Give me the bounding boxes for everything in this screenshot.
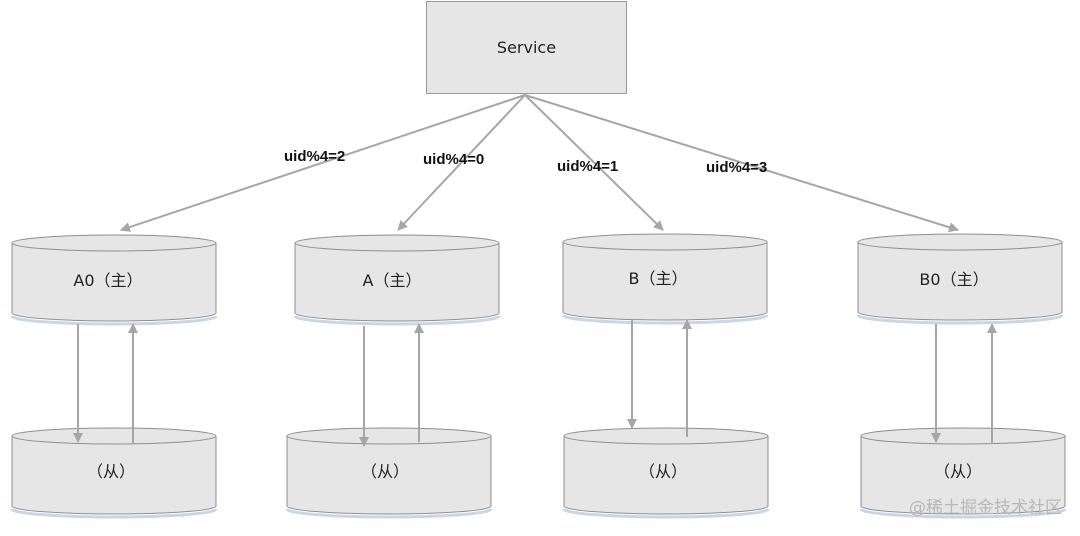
service-node: Service [426, 1, 627, 94]
master-label-a: A（主） [362, 271, 422, 290]
slave-label-b0: （从） [933, 462, 983, 481]
watermark: @稀土掘金技术社区 [909, 498, 1062, 518]
master-cylinder-a [293, 234, 501, 326]
slave-cylinder-b0 [859, 427, 1067, 519]
slave-label-a0: （从） [86, 462, 136, 481]
slave-cylinder-a0 [10, 427, 218, 519]
route-arrow-a [397, 94, 526, 231]
master-cylinder-b [561, 233, 769, 325]
slave-cylinder-a [285, 427, 493, 519]
master-cylinder-b0 [856, 233, 1064, 325]
master-cylinder-a0 [10, 234, 218, 326]
master-label-b0: B0（主） [919, 270, 989, 289]
master-label-a0: A0（主） [73, 271, 143, 290]
master-label-b: B（主） [628, 269, 688, 288]
route-label-b0: uid%4=3 [706, 159, 768, 176]
slave-cylinder-b [562, 427, 770, 519]
service-label: Service [496, 38, 557, 57]
route-label-b: uid%4=1 [557, 158, 619, 175]
slave-label-a: （从） [360, 462, 410, 481]
route-arrow-b [524, 94, 664, 231]
route-label-a: uid%4=0 [423, 151, 485, 168]
slave-label-b: （从） [638, 462, 688, 481]
route-arrow-b0 [524, 94, 959, 233]
route-arrow-a0 [120, 94, 526, 232]
route-label-a0: uid%4=2 [284, 148, 346, 165]
